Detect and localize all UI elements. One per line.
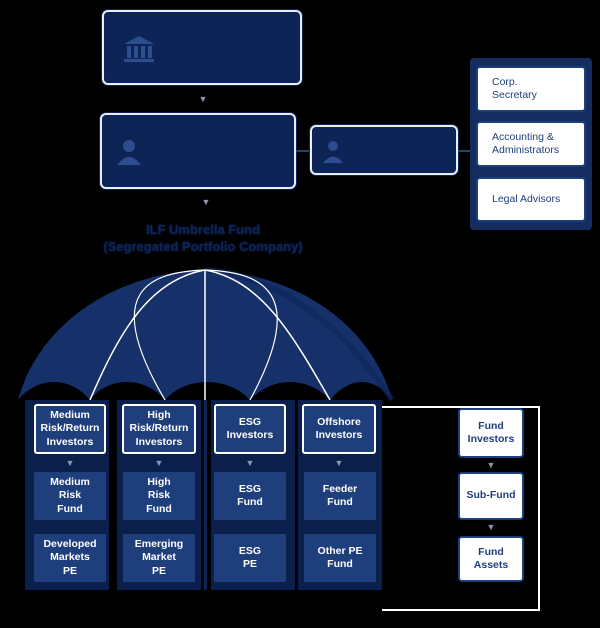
fund-box-feeder: Feeder Fund — [304, 472, 376, 520]
general-partner-box: General Partner — [102, 10, 302, 85]
umbrella-pole — [204, 400, 207, 590]
services-advisors-connector — [458, 150, 472, 152]
legend-fund-assets: Fund Assets — [458, 536, 524, 582]
manager-services-connector — [296, 150, 310, 152]
fund-manager-label: Alternative Investment Fund Manager — [157, 139, 275, 163]
building-icon — [122, 34, 156, 64]
fund-box-medium: Medium Risk Fund — [34, 472, 106, 520]
legend-bracket-top — [382, 406, 540, 408]
investors-box-medium: Medium Risk/Return Investors — [34, 404, 106, 454]
arrow-gp-to-manager: ▼ — [198, 94, 208, 104]
arrow-col1-a: ▼ — [65, 458, 75, 468]
arrow-legend-a: ▼ — [486, 460, 496, 470]
legal-advisors-box: Legal Advisors — [476, 177, 586, 222]
fund-box-high: High Risk Fund — [123, 472, 195, 520]
services-providers-box: Advisory Services Providers — [310, 125, 458, 175]
assets-box-other-pe: Other PE Fund — [304, 534, 376, 582]
corp-secretary-label: Corp. Secretary — [492, 76, 537, 101]
investors-box-esg: ESG Investors — [214, 404, 286, 454]
arrow-col2-a: ▼ — [154, 458, 164, 468]
investors-box-high: High Risk/Return Investors — [122, 404, 196, 454]
assets-box-esg: ESG PE — [214, 534, 286, 582]
corp-secretary-box: Corp. Secretary — [476, 66, 586, 112]
general-partner-label: General Partner — [185, 41, 269, 54]
investors-box-offshore: Offshore Investors — [302, 404, 376, 454]
legend-bracket-bottom — [382, 609, 540, 611]
legend-fund-investors: Fund Investors — [458, 408, 524, 458]
assets-box-developed: Developed Markets PE — [34, 534, 106, 582]
accounting-administrators-box: Accounting & Administrators — [476, 121, 586, 167]
services-providers-label: Advisory Services Providers — [349, 138, 445, 162]
manager-icon — [114, 137, 144, 167]
umbrella-caption: ILF Umbrella Fund (Segregated Portfolio … — [103, 222, 303, 254]
arrow-col3-a: ▼ — [245, 458, 255, 468]
fund-manager-box: Alternative Investment Fund Manager — [100, 113, 296, 189]
assets-box-emerging: Emerging Market PE — [123, 534, 195, 582]
umbrella-canopy — [18, 267, 395, 402]
accounting-administrators-label: Accounting & Administrators — [492, 131, 560, 156]
legend-sub-fund: Sub-Fund — [458, 472, 524, 520]
arrow-manager-to-umbrella: ▼ — [201, 197, 211, 207]
services-icon — [320, 138, 346, 164]
fund-box-esg: ESG Fund — [214, 472, 286, 520]
legend-bracket-side — [538, 406, 540, 611]
arrow-legend-b: ▼ — [486, 522, 496, 532]
arrow-col4-a: ▼ — [334, 458, 344, 468]
legal-advisors-label: Legal Advisors — [492, 193, 561, 206]
